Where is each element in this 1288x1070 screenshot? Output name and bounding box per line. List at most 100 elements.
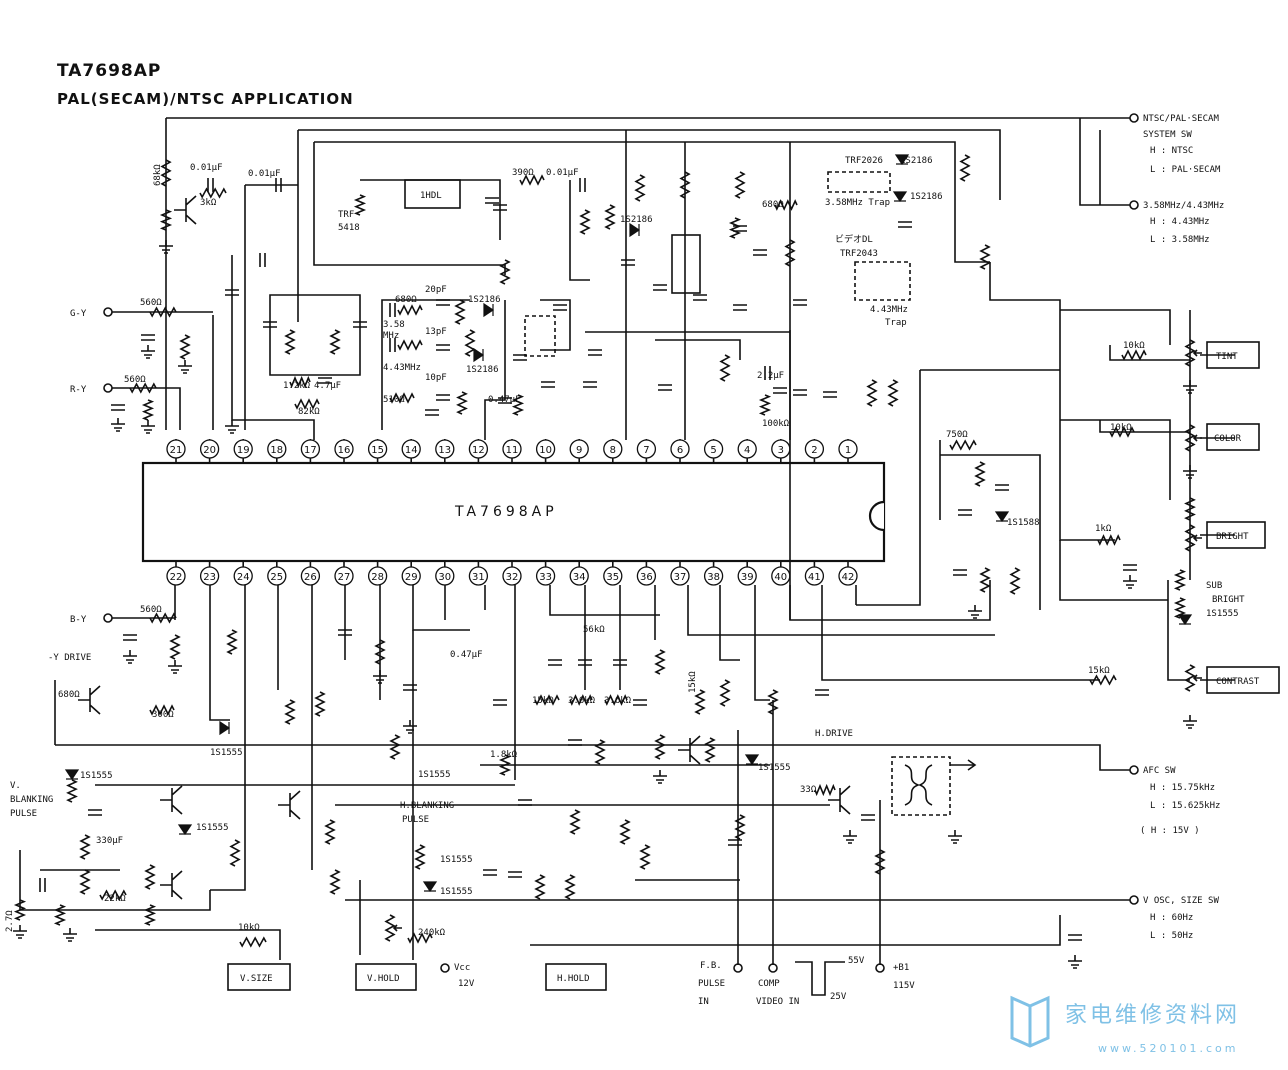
pin-14: [401, 439, 421, 459]
diode-1s2186-e: 1S2186: [620, 215, 653, 225]
resistor-symbol: [66, 779, 78, 803]
system-sw-h: H : NTSC: [1150, 146, 1193, 156]
transistor-symbol: [174, 195, 197, 225]
c-330u: 330μF: [96, 836, 123, 846]
h-drive-transformer: [891, 756, 951, 816]
wiring-bottom: [19, 585, 1130, 965]
v-hold-label: V.HOLD: [367, 974, 400, 984]
capacitor-symbol: [728, 839, 742, 846]
capacitor-symbol: [1123, 564, 1137, 571]
r-560-a: 560Ω: [140, 298, 162, 308]
pulse-25v: 25V: [830, 992, 847, 1002]
r-680: 680Ω: [58, 690, 80, 700]
resistor-symbol: [564, 874, 576, 900]
resistor-symbol: [728, 217, 742, 239]
capacitor-symbol: [485, 197, 499, 204]
capacitor-symbol: [995, 484, 1009, 491]
pin-label-3: 3: [778, 445, 784, 456]
pin-label-20: 20: [203, 445, 216, 456]
color-box: [1206, 423, 1260, 451]
resistor-symbol: [874, 849, 886, 875]
capacitor-symbol: [793, 299, 807, 306]
capacitor-symbol: [353, 321, 367, 328]
resistor-symbol: [141, 399, 155, 421]
pin-7: [636, 439, 657, 459]
v-blanking-label: V.: [10, 781, 21, 791]
resistor-symbol: [774, 199, 798, 211]
vcc-voltage: 12V: [458, 979, 475, 989]
ground-symbol: [168, 660, 182, 674]
v-size-label: V.SIZE: [240, 974, 273, 984]
resistor-symbol: [407, 932, 433, 944]
freq-sw-label: 3.58MHz/4.43MHz: [1143, 201, 1224, 211]
resistor-symbol: [654, 649, 666, 675]
y-drive-label: -Y DRIVE: [48, 653, 91, 663]
v-hold-box: [355, 963, 417, 991]
pin-label-26: 26: [304, 572, 317, 583]
ground-symbol: [653, 770, 667, 784]
pin-1: [838, 439, 858, 459]
pin-29: [401, 566, 421, 586]
resistor-symbol: [1009, 567, 1021, 595]
r-1k: 1kΩ: [1095, 524, 1112, 534]
diode-1s2186-c: 1S2186: [468, 295, 501, 305]
resistor-symbol: [979, 244, 991, 270]
diode-symbol: [744, 754, 760, 766]
transistor-symbol: [78, 685, 101, 715]
sub-bright-diode: 1S1555: [1206, 609, 1239, 619]
pin-label-1: 1: [845, 445, 851, 456]
v-blanking-label-3: PULSE: [10, 809, 37, 819]
trf5418-label: TRF: [338, 210, 354, 220]
resistor-symbol: [389, 392, 415, 404]
trf2043-label: TRF2043: [840, 249, 878, 259]
pin-label-16: 16: [338, 445, 351, 456]
capacitor-symbol: [498, 397, 512, 404]
pin-label-35: 35: [606, 572, 619, 583]
resistor-symbol: [374, 639, 386, 665]
diagram-title: TA7698AP: [57, 61, 161, 81]
r-15k: 15kΩ: [1088, 666, 1110, 676]
pin-19: [233, 439, 253, 459]
r-36k-a: 3.6kΩ: [568, 696, 596, 706]
resistor-symbol: [79, 834, 91, 860]
pin-22: [166, 566, 186, 586]
diode-symbol: [894, 154, 910, 166]
capacitor-symbol: [493, 204, 507, 211]
part-labels: TRF2026 3.58MHz Trap 1S2186 1S2186 ビデオDL…: [5, 156, 1145, 938]
pin-24: [233, 566, 253, 586]
capacitor-symbol: [1068, 934, 1082, 941]
diode-1s1555-a: 1S1555: [210, 748, 243, 758]
tint-label: TINT: [1216, 352, 1238, 362]
resistor-symbol: [149, 704, 175, 716]
c-10p: 10pF: [425, 373, 447, 383]
resistor-symbol: [1173, 597, 1187, 619]
capacitor-symbol: [111, 404, 125, 411]
capacitor-symbol: [389, 338, 396, 352]
ground-symbol: [403, 720, 417, 734]
resistor-symbol: [534, 694, 560, 706]
capacitor-symbol: [953, 569, 967, 576]
resistor-symbol: [239, 936, 267, 948]
r-510: 510Ω: [383, 395, 405, 405]
afc-sw-l: L : 15.625kHz: [1150, 801, 1220, 811]
resistor-symbol: [619, 819, 631, 845]
capacitor-symbol: [541, 381, 555, 388]
trap443-label: 4.43MHz: [870, 305, 908, 315]
c-047: 0.47μF: [488, 395, 521, 405]
resistor-symbol: [229, 839, 241, 867]
pin-11: [502, 439, 522, 459]
capacitor-symbol: [338, 629, 352, 636]
pin-31: [468, 566, 489, 586]
capacitor-symbol: [793, 389, 807, 396]
resistor-symbol: [694, 689, 706, 715]
capacitor-symbol: [318, 377, 332, 384]
resistor-symbol: [329, 329, 341, 355]
output-arrow: [950, 759, 977, 771]
diode-1s1555-d: 1S1555: [418, 770, 451, 780]
pin-label-28: 28: [371, 572, 384, 583]
pin-37: [670, 566, 690, 586]
resistor-symbol: [397, 304, 423, 316]
trf2043-coil: [854, 261, 911, 301]
ic-box-330k: [671, 234, 701, 294]
